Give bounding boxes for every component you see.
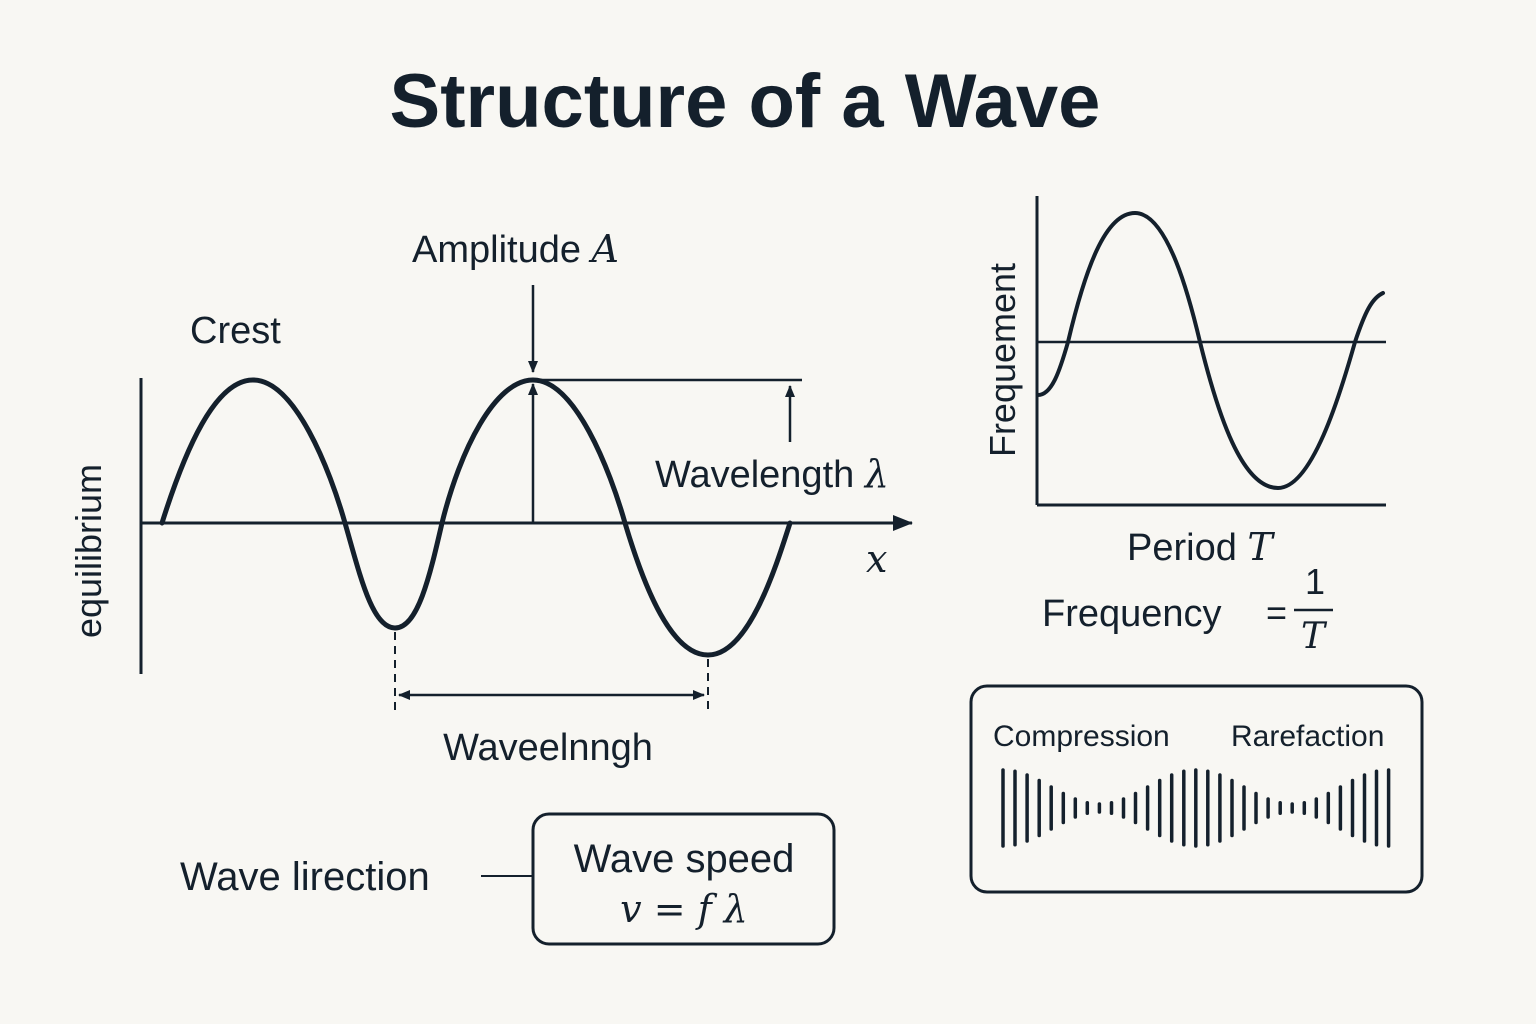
compression-label: Compression xyxy=(993,720,1170,753)
equilibrium-label: equilibrium xyxy=(68,464,109,638)
period-label: Period T xyxy=(1127,525,1275,569)
wave-speed-title: Wave speed xyxy=(574,837,795,881)
time-graph-ylabel: Frequement xyxy=(982,263,1023,457)
wave-speed-box xyxy=(531,812,836,946)
fraction-numerator: 1 xyxy=(1305,561,1325,602)
wave-speed-formula: v = f λ xyxy=(620,887,748,931)
crest-label: Crest xyxy=(190,310,281,352)
time-graph-curve xyxy=(1036,210,1385,491)
longitudinal-wave-panel: Compression Rarefaction xyxy=(969,684,1424,894)
rarefaction-label: Rarefaction xyxy=(1231,720,1384,753)
frequency-label: Frequency xyxy=(1042,593,1222,635)
wave-direction-label: Wave lirection xyxy=(180,855,430,899)
wave-curve xyxy=(159,377,793,658)
amplitude-label: Amplitude A xyxy=(412,227,619,271)
transverse-wave-panel: Crest Amplitude A Wavelength λ x equilib… xyxy=(68,227,913,769)
longitudinal-box xyxy=(969,684,1424,894)
wavelength-label-bottom: Waveelnngh xyxy=(443,727,653,769)
frequency-equals-sign: = xyxy=(1266,592,1287,633)
wavelength-label-right: Wavelength λ xyxy=(655,452,889,496)
wave-speed-section: Wave lirection Wave speed v = f λ xyxy=(180,812,836,946)
time-graph-panel: Frequement Period T Frequency = 1 T xyxy=(982,196,1386,657)
fraction-denominator: T xyxy=(1301,616,1328,657)
x-axis-symbol: x xyxy=(866,537,887,581)
compression-lines xyxy=(1001,768,1391,848)
diagram-title: Structure of a Wave xyxy=(390,59,1101,144)
